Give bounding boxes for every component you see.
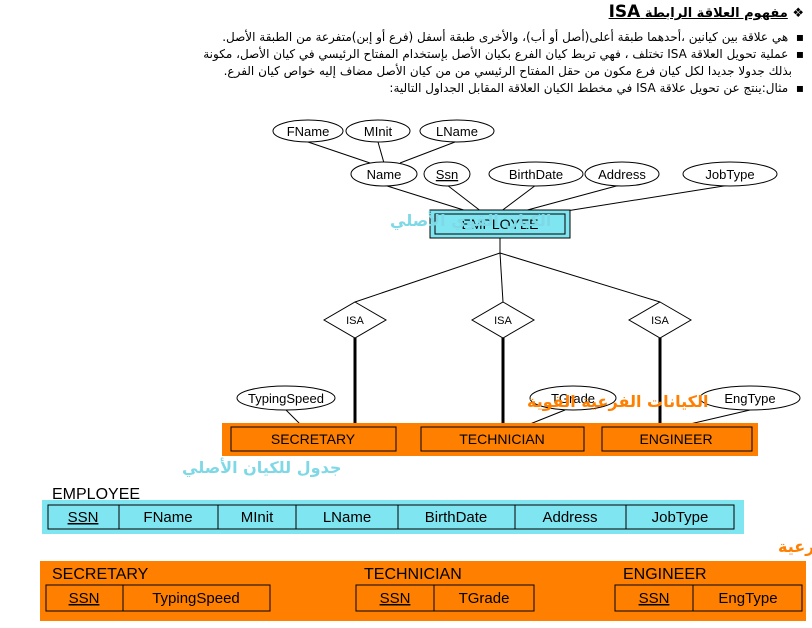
technician-col-ssn-label: SSN [380, 590, 411, 607]
employee-col-address [514, 504, 627, 530]
attr-typingspeed-label: TypingSpeed [248, 391, 324, 406]
title-text: مفهوم العلاقة الرابطة [644, 6, 788, 21]
engineer-col-ssn [614, 584, 694, 612]
isa-diamond-2 [471, 301, 535, 339]
employee-col-birthdate [397, 504, 516, 530]
employee-col-lname [295, 504, 399, 530]
engineer-col-engtype [692, 584, 803, 612]
engineer-col-engtype-label: EngType [718, 590, 777, 607]
secretary-col-ssn-label: SSN [69, 590, 100, 607]
employee-col-address-label: Address [542, 509, 597, 526]
attr-fname [272, 119, 344, 143]
paragraph-1-text: هي علاقة بين كيانين ،أحدهما طبقة أعلى(أص… [222, 30, 789, 44]
square-bullet-icon: ▪ [788, 30, 804, 44]
title-isa: ISA [608, 2, 641, 22]
attr-fname-label: FName [287, 124, 330, 139]
paragraph-4: ▪ مثال:ينتج عن تحويل علاقة ISA في مخطط ا… [14, 81, 804, 96]
engineer-col-ssn-label: SSN [639, 590, 670, 607]
attr-minit [345, 119, 411, 143]
attr-engtype [699, 385, 801, 411]
secretary-col-typingspeed-label: TypingSpeed [152, 590, 240, 607]
attr-address [584, 161, 660, 187]
paragraph-2: ▪ عملية تحويل العلاقة ISA تختلف ، فهي تر… [14, 47, 804, 62]
employee-col-jobtype-label: JobType [652, 509, 709, 526]
attr-tgrade-label: TGrade [551, 391, 595, 406]
attr-birthdate [488, 161, 584, 187]
attr-ssn [423, 161, 471, 187]
paragraph-1: ▪ هي علاقة بين كيانين ،أحدهما طبقة أعلى(… [14, 30, 804, 45]
secretary-entity [230, 426, 397, 452]
attr-minit-label: MInit [364, 124, 393, 139]
attr-name [350, 161, 418, 187]
employee-col-fname [118, 504, 219, 530]
sub-tables-caption: جداول لكل الكيانات الفرعية [778, 537, 812, 556]
technician-entity-label: TECHNICIAN [459, 431, 545, 447]
employee-entity-label: EMPLOYEE [461, 216, 538, 232]
paragraph-2-text: عملية تحويل العلاقة ISA تختلف ، فهي تربط… [203, 47, 789, 61]
diamond-bullet-icon: ❖ [792, 6, 804, 21]
secretary-col-typingspeed [122, 584, 271, 612]
attr-lname-label: LName [436, 124, 478, 139]
isa-label-3: ISA [651, 315, 669, 327]
employee-col-ssn-label: SSN [68, 509, 99, 526]
square-bullet-icon: ▪ [788, 81, 804, 95]
engineer-entity [601, 426, 753, 452]
employee-col-fname-label: FName [143, 509, 192, 526]
employee-col-minit-label: MInit [241, 509, 274, 526]
employee-col-jobtype [625, 504, 735, 530]
isa-label-1: ISA [346, 315, 364, 327]
secretary-table-name: SECRETARY [52, 566, 149, 583]
isa-diamond-1 [323, 301, 387, 339]
paragraph-4-text: مثال:ينتج عن تحويل علاقة ISA في مخطط الك… [389, 81, 789, 95]
super-entity-caption: الكيان القوي الأصلي [390, 211, 551, 231]
employee-table-name: EMPLOYEE [52, 486, 140, 503]
isa-diamond-3 [628, 301, 692, 339]
attr-birthdate-label: BirthDate [509, 167, 563, 182]
employee-col-minit [217, 504, 297, 530]
paragraph-3: بذلك جدولا جديدا لكل كيان فرع مكون من حق… [2, 64, 792, 79]
attr-jobtype-label: JobType [705, 167, 754, 182]
attr-jobtype [682, 161, 778, 187]
engineer-entity-label: ENGINEER [639, 431, 712, 447]
attr-tgrade [529, 385, 617, 411]
secretary-entity-label: SECRETARY [271, 431, 356, 447]
technician-col-tgrade-label: TGrade [459, 590, 510, 607]
employee-col-lname-label: LName [323, 509, 371, 526]
page-title: مفهوم العلاقة الرابطة ISA [609, 2, 788, 22]
technician-entity [420, 426, 585, 452]
employee-col-birthdate-label: BirthDate [425, 509, 488, 526]
paragraph-3-text: بذلك جدولا جديدا لكل كيان فرع مكون من حق… [223, 64, 792, 78]
attr-typingspeed [236, 385, 336, 411]
attr-address-label: Address [598, 167, 646, 182]
title-line: ❖ مفهوم العلاقة الرابطة ISA [14, 2, 804, 22]
technician-col-ssn [355, 584, 435, 612]
attr-ssn-label: Ssn [436, 167, 458, 182]
technician-table-name: TECHNICIAN [364, 566, 462, 583]
attr-engtype-label: EngType [724, 391, 775, 406]
attr-name-label: Name [367, 167, 402, 182]
square-bullet-icon: ▪ [788, 47, 804, 61]
engineer-table-name: ENGINEER [623, 566, 707, 583]
employee-entity [434, 213, 566, 235]
attr-lname [419, 119, 495, 143]
employee-col-ssn [47, 504, 120, 530]
technician-col-tgrade [433, 584, 535, 612]
sub-entities-caption: الكيانات الفرعية القوية [527, 392, 708, 411]
super-table-caption: جدول للكيان الأصلي [182, 458, 341, 478]
isa-label-2: ISA [494, 315, 512, 327]
